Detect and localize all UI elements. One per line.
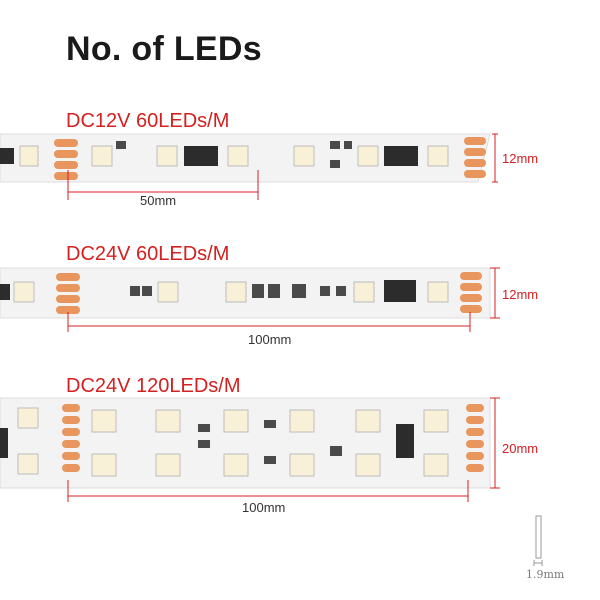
strip-2-chips bbox=[0, 280, 416, 302]
strip-1-pads-left bbox=[54, 139, 78, 180]
strip-3-chips bbox=[0, 420, 414, 464]
strip-3-pads-left bbox=[62, 404, 80, 472]
strip-3-width-label: 20mm bbox=[502, 441, 539, 456]
strip-2-width-dim bbox=[490, 267, 500, 319]
strip-2-label: DC24V 60LEDs/M bbox=[66, 243, 230, 265]
strip-1-length-dim bbox=[67, 170, 259, 200]
strip-1-pads-right bbox=[464, 137, 486, 178]
strip-2-leds bbox=[13, 281, 449, 303]
strip-3-width-dim bbox=[490, 397, 500, 489]
thickness-label: 1.9mm bbox=[526, 568, 565, 581]
strip-1-width-label: 12mm bbox=[502, 151, 539, 166]
strip-2-pads-right bbox=[460, 272, 482, 313]
strip-3-length-label: 100mm bbox=[242, 500, 286, 515]
strip-2-pads-left bbox=[56, 273, 80, 314]
strip-3-length-dim bbox=[67, 480, 469, 502]
strip-1-length-label: 50mm bbox=[140, 193, 177, 208]
thickness-diagram bbox=[533, 515, 543, 566]
strip-3-leds bbox=[17, 407, 449, 477]
page-title: No. of LEDs bbox=[66, 30, 262, 68]
strip-1-width-dim bbox=[492, 133, 498, 183]
strip-2-width-label: 12mm bbox=[502, 287, 539, 302]
strip-3-label: DC24V 120LEDs/M bbox=[66, 375, 241, 397]
strip-1-leds bbox=[19, 145, 449, 167]
strip-1-label: DC12V 60LEDs/M bbox=[66, 110, 230, 132]
strip-1-chips bbox=[0, 141, 418, 168]
strip-3-pads-right bbox=[466, 404, 484, 472]
strip-2-length-dim bbox=[67, 312, 471, 332]
strip-2-length-label: 100mm bbox=[248, 332, 292, 347]
